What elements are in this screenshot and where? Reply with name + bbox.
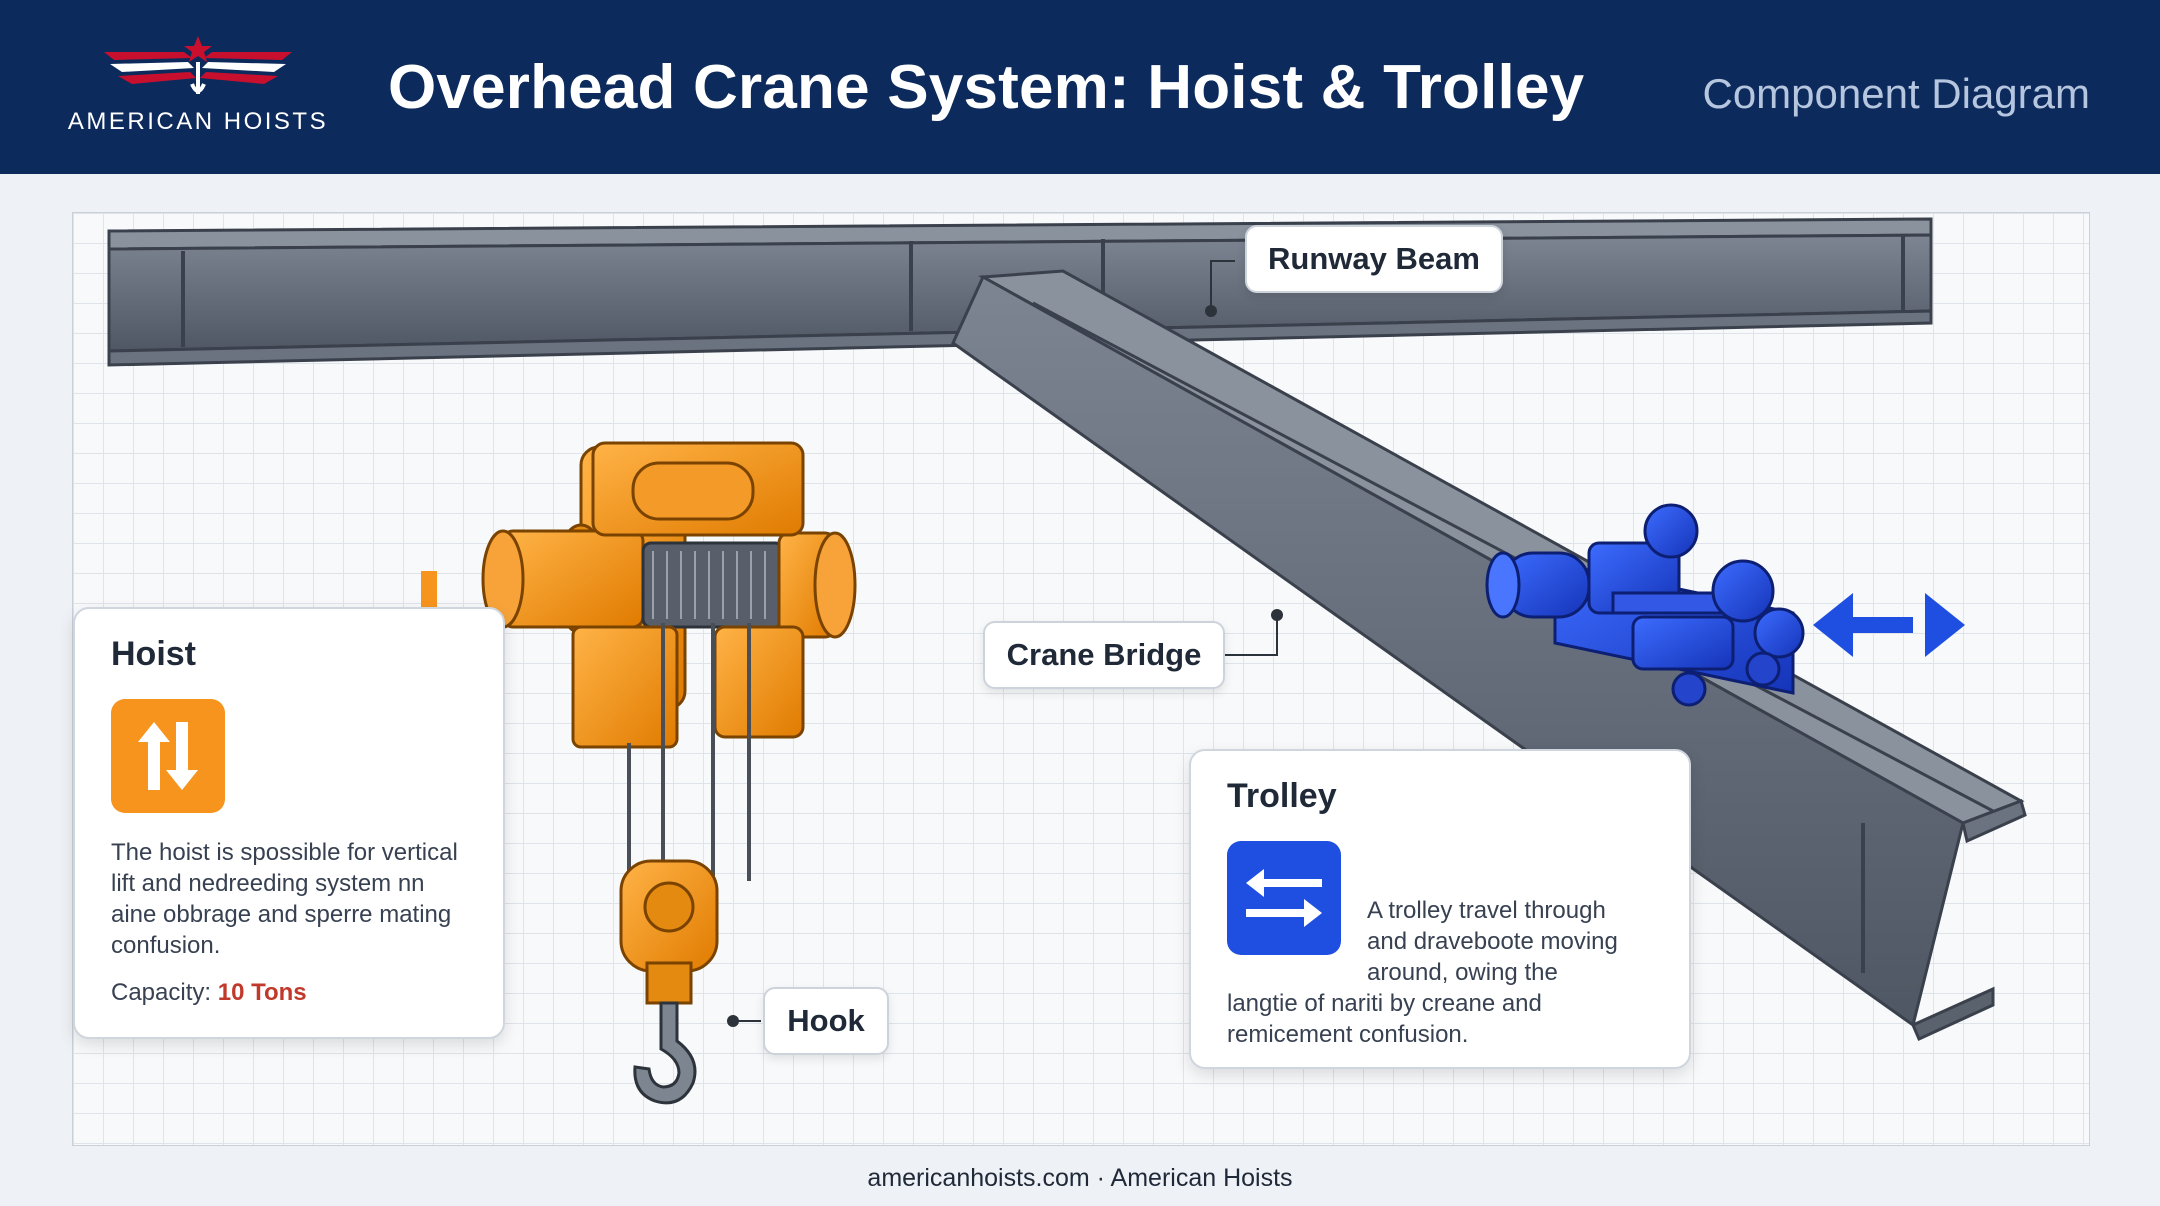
hoist-unit: [481, 441, 857, 1005]
page-title: Overhead Crane System: Hoist & Trolley: [388, 53, 1585, 122]
trolley-info-card: Trolley A trolley travel through and dra…: [1189, 749, 1691, 1069]
trolley-card-title: Trolley: [1227, 777, 1337, 815]
left-right-arrow-icon: [1813, 593, 1965, 657]
hoist-card-capacity: Capacity: 10 Tons: [111, 977, 471, 1008]
trolley-card-desc-line4: langtie of nariti by creane and: [1227, 990, 1542, 1017]
runway-beam-pointer: [1205, 260, 1235, 317]
diagram-canvas: Runway Beam Crane Bridge Hook Hoist The …: [72, 212, 2090, 1146]
trolley-unit: [1485, 503, 1805, 707]
hoist-card-icon-box: [111, 699, 225, 813]
eagle-wings-icon: [104, 36, 292, 94]
trolley-card-desc-line1: A trolley travel through: [1367, 897, 1606, 924]
hoist-card-description: The hoist is spossible for vertical lift…: [111, 839, 458, 959]
hook-pointer: [727, 1015, 761, 1027]
footer-text: americanhoists.com · American Hoists: [867, 1164, 1293, 1192]
header-bar: AMERICAN HOISTS Overhead Crane System: H…: [0, 0, 2160, 174]
crane-bridge-label: Crane Bridge: [983, 621, 1225, 689]
capacity-label: Capacity:: [111, 979, 212, 1006]
hoist-card-title: Hoist: [111, 635, 196, 673]
crane-illustration: [107, 217, 2027, 1105]
trolley-card-desc-line2: and draveboote moving: [1367, 928, 1618, 955]
trolley-card-desc-line5: remicement confusion.: [1227, 1021, 1469, 1048]
hook-label: Hook: [763, 987, 889, 1055]
trolley-card-icon-box: [1227, 841, 1341, 955]
hoist-info-card: Hoist The hoist is spossible for vertica…: [73, 607, 505, 1039]
hook: [633, 1001, 697, 1105]
logo-text: AMERICAN HOISTS: [67, 108, 329, 135]
left-right-arrows-icon: [1246, 869, 1322, 927]
capacity-value: 10 Tons: [217, 979, 307, 1006]
crane-bridge-pointer: [1225, 609, 1283, 656]
trolley-card-desc-line3: around, owing the: [1367, 959, 1558, 986]
runway-beam-label: Runway Beam: [1245, 225, 1503, 293]
brand-logo[interactable]: AMERICAN HOISTS: [58, 32, 338, 144]
page-subtitle: Component Diagram: [1702, 70, 2090, 117]
up-down-arrows-icon: [138, 722, 198, 790]
